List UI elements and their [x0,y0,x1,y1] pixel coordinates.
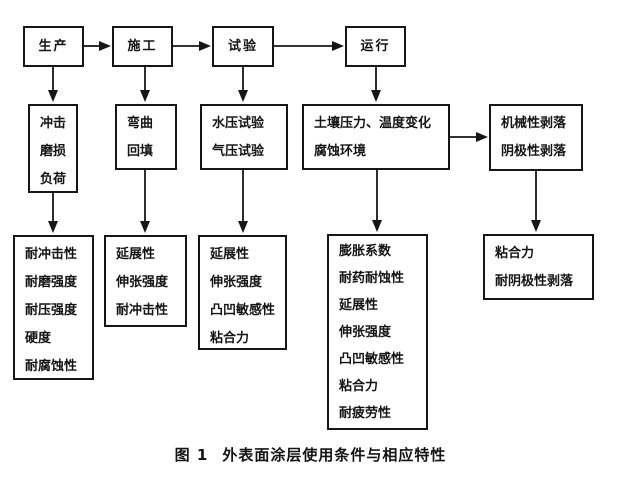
condition-line: 腐蚀环境 [314,144,367,159]
property-line: 粘合力 [210,331,250,346]
condition-line: 水压试验 [212,116,265,131]
property-box-testing: 延展性 伸张强度 凸凹敏感性 粘合力 [198,235,287,350]
stage-box-operation: 运行 [345,26,406,67]
condition-line: 机械性剥落 [501,116,567,131]
condition-box-operation: 土壤压力、温度变化 腐蚀环境 [302,104,450,170]
property-line: 耐疲劳性 [339,406,392,421]
stage-label: 试验 [227,39,258,54]
condition-box-construction: 弯曲 回填 [115,104,177,170]
property-box-disbonding: 粘合力 耐阴极性剥落 [483,234,594,300]
property-line: 耐冲击性 [116,303,169,318]
condition-box-testing: 水压试验 气压试验 [200,104,288,170]
condition-line: 磨损 [40,144,67,159]
property-line: 凸凹敏感性 [339,352,405,367]
property-line: 延展性 [339,298,379,313]
property-line: 耐压强度 [25,303,78,318]
condition-line: 冲击 [40,116,67,131]
figure-caption: 图 1 外表面涂层使用条件与相应特性 [0,444,621,465]
stage-label: 生产 [38,39,69,54]
stage-label: 运行 [360,39,391,54]
property-line: 硬度 [25,331,52,346]
property-box-production: 耐冲击性 耐磨强度 耐压强度 硬度 耐腐蚀性 [13,235,94,380]
property-line: 伸张强度 [210,275,263,290]
property-line: 耐磨强度 [25,275,78,290]
property-box-operation: 膨胀系数 耐药耐蚀性 延展性 伸张强度 凸凹敏感性 粘合力 耐疲劳性 [327,234,428,430]
condition-line: 负荷 [40,172,67,187]
condition-box-disbonding: 机械性剥落 阴极性剥落 [489,104,583,171]
condition-line: 阴极性剥落 [501,144,567,159]
property-line: 延展性 [210,247,250,262]
property-line: 伸张强度 [116,275,169,290]
condition-line: 气压试验 [212,144,265,159]
property-line: 粘合力 [495,246,535,261]
stage-label: 施工 [127,39,158,54]
figure-caption-title: 外表面涂层使用条件与相应特性 [222,446,447,464]
property-line: 凸凹敏感性 [210,303,276,318]
property-line: 耐阴极性剥落 [495,274,574,289]
property-line: 膨胀系数 [339,244,392,259]
property-line: 伸张强度 [339,325,392,340]
property-line: 耐腐蚀性 [25,359,78,374]
stage-box-construction: 施工 [112,26,173,67]
property-line: 延展性 [116,247,156,262]
property-line: 粘合力 [339,379,379,394]
stage-box-testing: 试验 [212,26,274,67]
condition-line: 回填 [127,144,154,159]
property-box-construction: 延展性 伸张强度 耐冲击性 [104,235,187,327]
condition-line: 弯曲 [127,116,154,131]
condition-box-production: 冲击 磨损 负荷 [28,104,78,193]
stage-box-production: 生产 [23,26,84,67]
property-line: 耐药耐蚀性 [339,271,405,286]
figure-caption-number: 图 1 [174,446,209,464]
property-line: 耐冲击性 [25,247,78,262]
condition-line: 土壤压力、温度变化 [314,116,432,131]
